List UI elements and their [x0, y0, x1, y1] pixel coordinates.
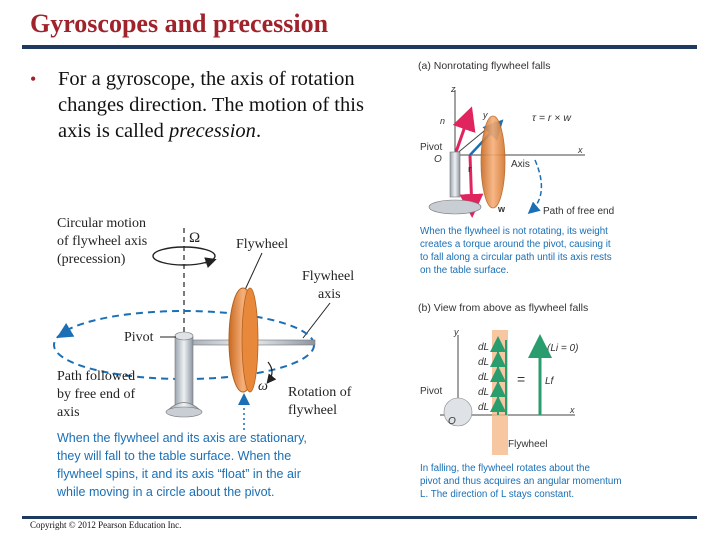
circular-motion-label-3: (precession)	[57, 252, 126, 267]
panel-b-dl-label-3: dL	[478, 372, 489, 383]
panel-a-axis-label: Axis	[511, 159, 530, 170]
left-gyroscope-figure: Circular motion of flywheel axis (preces…	[53, 216, 354, 499]
panel-b-caption-line-1: In falling, the flywheel rotates about t…	[420, 463, 590, 474]
path-direction-arrow	[56, 322, 75, 339]
panel-b-pivot-label: Pivot	[420, 386, 442, 397]
bullet-emphasis: precession	[169, 120, 256, 142]
circular-motion-label-2: of flywheel axis	[57, 234, 147, 249]
omega-big-label: Ω	[189, 230, 200, 246]
flywheel-axis-label-2: axis	[318, 287, 341, 302]
panel-a-caption-line-4: on the table surface.	[420, 265, 509, 276]
panel-b-flywheel-label: Flywheel	[508, 439, 547, 450]
panel-b-dl-label-2: dL	[478, 357, 489, 368]
precession-arrow	[204, 257, 217, 268]
left-caption-line-4: while moving in a circle about the pivot…	[56, 485, 274, 499]
title-underline	[22, 45, 697, 49]
panel-a-n-label: n	[440, 116, 445, 126]
flywheel-axis-label-1: Flywheel	[302, 269, 354, 284]
panel-b-pivot-disc	[443, 397, 473, 427]
panel-b-y-label: y	[453, 327, 459, 337]
pivot-stand-foot	[165, 406, 203, 418]
panel-b-l-final-label: Lf	[545, 376, 555, 387]
bullet-tail: .	[255, 120, 262, 142]
panel-a-w-label: w	[497, 204, 506, 214]
panel-a-x-label: x	[577, 145, 583, 155]
panel-a-heading: (a) Nonrotating flywheel falls	[418, 60, 550, 72]
panel-b-dl-label-1: dL	[478, 342, 489, 353]
bullet-text: For a gyroscope, the axis of rotation ch…	[58, 66, 380, 144]
panel-a-pivot-stand	[449, 151, 461, 198]
panel-a-pivot-base	[428, 199, 482, 215]
panel-a-o-label: O	[434, 154, 442, 165]
flywheel-axis-leader-line	[302, 302, 331, 339]
copyright-text: Copyright © 2012 Pearson Education Inc.	[30, 520, 182, 530]
bullet-dot: •	[30, 69, 37, 89]
omega-small-label: ω	[258, 379, 268, 394]
panel-b-l-initial-label: (Li = 0)	[547, 343, 578, 354]
circular-motion-label-1: Circular motion	[57, 216, 146, 231]
bullet-lead: For a gyroscope, the axis of rotation ch…	[58, 68, 364, 142]
panel-b-figure: (b) View from above as flywheel falls y …	[418, 302, 622, 500]
flywheel-leader-line	[243, 252, 263, 293]
path-followed-label-1: Path followed	[57, 369, 135, 384]
panel-b-x-label: x	[569, 405, 575, 415]
rotation-label-1: Rotation of	[288, 385, 352, 400]
pivot-stand-post	[174, 335, 194, 407]
left-caption-line-3: flywheel spins, it and its axis “float” …	[57, 467, 301, 481]
left-caption-line-2: they will fall to the table surface. Whe…	[57, 449, 291, 463]
flywheel-label: Flywheel	[236, 237, 288, 252]
panel-a-torque-label: τ = r × w	[532, 112, 572, 124]
rotation-label-2: flywheel	[288, 403, 337, 418]
flywheel-rim	[241, 287, 259, 393]
panel-a-y-label: y	[482, 110, 488, 120]
panel-a-caption-line-3: to fall along a circular path until its …	[420, 252, 612, 263]
panel-b-caption-line-2: pivot and thus acquires an angular momen…	[420, 476, 622, 487]
panel-b-equals: =	[517, 371, 525, 387]
panel-a-fall-path	[527, 159, 543, 214]
panel-a-flywheel	[480, 115, 506, 209]
panel-a-caption-line-2: creates a torque around the pivot, causi…	[420, 239, 611, 250]
rotation-arrow	[266, 361, 277, 384]
panel-a-figure: (a) Nonrotating flywheel falls z y x n w…	[418, 60, 614, 276]
bullet-point: • For a gyroscope, the axis of rotation …	[30, 66, 380, 144]
panel-b-dl-label-4: dL	[478, 387, 489, 398]
panel-a-z-label: z	[450, 84, 456, 94]
panel-a-path-label: Path of free end	[543, 206, 614, 217]
footer-rule	[22, 516, 697, 519]
panel-a-r-label: r	[468, 164, 472, 174]
panel-b-heading: (b) View from above as flywheel falls	[418, 302, 588, 314]
page-title: Gyroscopes and precession	[30, 9, 329, 38]
panel-a-pivot-label: Pivot	[420, 142, 442, 153]
precession-ellipse	[152, 246, 216, 266]
path-followed-label-3: axis	[57, 405, 80, 420]
path-followed-label-2: by free end of	[57, 387, 135, 402]
pivot-top	[174, 331, 194, 341]
left-caption-line-1: When the flywheel and its axis are stati…	[57, 431, 307, 445]
panel-b-dl-label-5: dL	[478, 402, 489, 413]
panel-b-o-label: O	[448, 416, 456, 427]
pivot-label: Pivot	[124, 330, 154, 345]
panel-a-normal-vector	[452, 106, 476, 156]
panel-b-caption-line-3: L. The direction of L stays constant.	[420, 489, 574, 500]
panel-a-caption-line-1: When the flywheel is not rotating, its w…	[420, 226, 608, 237]
